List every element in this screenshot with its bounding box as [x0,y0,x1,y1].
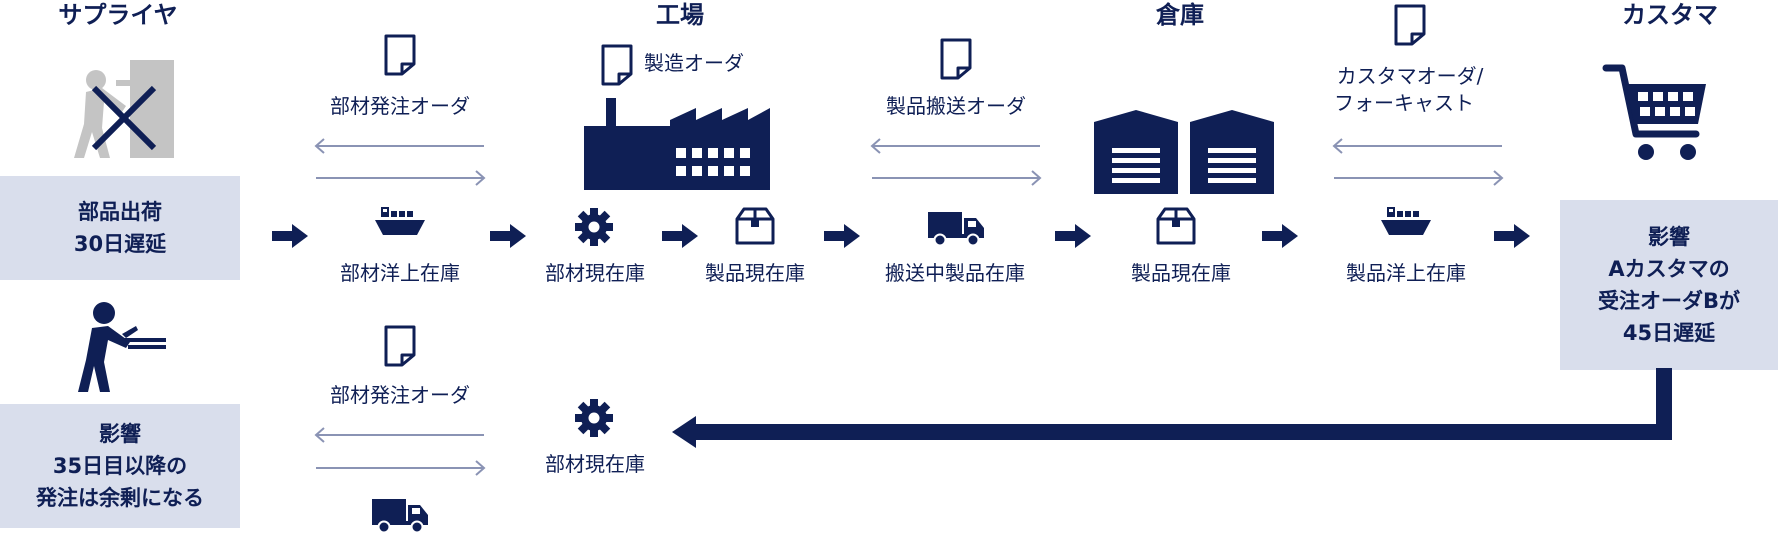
factory-icon [584,98,770,190]
flow-arrow-3 [662,224,698,248]
customer-order-line1: カスタマオーダ/ [1336,64,1484,88]
impact-supplier-line2: 35日目以降の [52,454,188,478]
flow-arrow-2 [490,224,526,248]
cargo-ship-icon [373,205,427,239]
parts-order-bottom-label: 部材発注オーダ [330,383,470,407]
header-factory: 工場 [656,1,704,29]
impact-supplier-line3: 発注は余剰になる [36,486,204,510]
document-icon [1394,4,1426,46]
flow-arrow-7 [1494,224,1530,248]
working-worker-icon [78,302,166,392]
impact-customer-line1: 影響 [1648,225,1690,249]
package-icon [734,206,776,246]
flow-arrow-4 [824,224,860,248]
impact-supplier-line1: 影響 [99,422,141,446]
manufacturing-order-label: 製造オーダ [644,51,744,75]
impact-supplier-box: 影響 35日目以降の 発注は余剰になる [0,404,240,528]
gear-icon [574,398,614,438]
header-supplier: サプライヤ [58,1,178,29]
header-customer: カスタマ [1622,1,1718,29]
order-arrow-right-1 [316,170,486,186]
products-in-transit-label: 搬送中製品在庫 [885,261,1025,285]
parts-shipment-line1: 部品出荷 [78,200,162,224]
document-icon [601,44,633,86]
flow-arrow-6 [1262,224,1298,248]
stopped-worker-icon [74,60,174,158]
order-arrow-right-2 [872,170,1042,186]
parts-at-sea-label: 部材洋上在庫 [340,261,460,285]
order-arrow-right-4 [316,460,486,476]
products-on-hand-factory-label: 製品現在庫 [705,261,805,285]
impact-customer-line3: 受注オーダBが [1597,289,1740,313]
parts-on-hand-label: 部材現在庫 [545,261,645,285]
order-arrow-left-4 [314,427,484,443]
parts-on-hand-bottom-label: 部材現在庫 [545,452,645,476]
flow-arrow-5 [1055,224,1091,248]
document-icon [940,38,972,80]
cargo-ship-icon [1379,205,1433,239]
parts-shipment-box: 部品出荷 30日遅延 [0,176,240,280]
package-icon [1155,206,1197,246]
impact-customer-box: 影響 Aカスタマの 受注オーダBが 45日遅延 [1560,200,1778,370]
header-warehouse: 倉庫 [1156,1,1204,29]
order-arrow-left-2 [870,138,1040,154]
parts-shipment-line2: 30日遅延 [73,232,167,256]
impact-customer-line2: Aカスタマの [1608,257,1730,281]
document-icon [384,325,416,367]
order-arrow-left-3 [1332,138,1502,154]
warehouse-icon [1094,110,1274,194]
return-arrow [672,368,1672,448]
gear-icon [574,207,614,247]
customer-order-line2: フォーキャスト [1334,91,1474,115]
document-icon [384,34,416,76]
shopping-cart-icon [1602,64,1706,160]
product-transport-order-label: 製品搬送オーダ [886,94,1026,118]
truck-icon [370,497,430,533]
order-arrow-right-3 [1334,170,1504,186]
truck-icon [926,210,986,246]
flow-arrow-1 [272,224,308,248]
products-at-sea-label: 製品洋上在庫 [1346,261,1466,285]
products-on-hand-warehouse-label: 製品現在庫 [1131,261,1231,285]
impact-customer-line4: 45日遅延 [1622,321,1716,345]
parts-order-top-label: 部材発注オーダ [330,94,470,118]
order-arrow-left-1 [314,138,484,154]
